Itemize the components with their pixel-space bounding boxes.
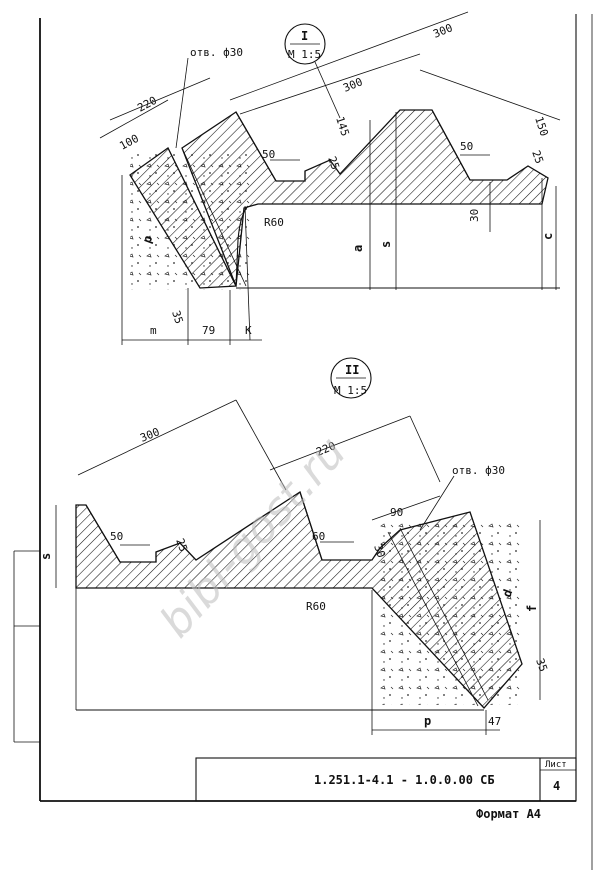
view-2-dim-p: p (424, 714, 431, 728)
document-designation: 1.251.1-4.1 - 1.0.0.00 СБ (314, 773, 495, 787)
view-1-dim-25b: 25 (529, 149, 546, 166)
view-2-labels: II M 1:5 отв. ф30 300 220 90 50 25 60 30… (39, 363, 550, 728)
view-1-dim-300-inner: 300 (341, 75, 364, 94)
view-2-dim-30: 30 (371, 543, 388, 560)
view-1-radius: R60 (264, 216, 284, 229)
view-2-dim-d: d (500, 587, 516, 599)
view-2-dim-47: 47 (488, 715, 501, 728)
view-1-dim-50b: 50 (460, 140, 473, 153)
view-1-dim-50a: 50 (262, 148, 275, 161)
view-2-marker-circle (330, 357, 372, 399)
view-1-hole-label: отв. ф30 (190, 46, 243, 59)
title-block: 1.251.1-4.1 - 1.0.0.00 СБ Лист 4 (195, 757, 577, 802)
view-1-dim-30: 30 (468, 209, 481, 222)
view-1-dim-145: 145 (333, 115, 352, 138)
view-2-dim-90: 90 (390, 506, 403, 519)
view-2-marker-number: II (345, 363, 359, 377)
view-2-dim-300: 300 (138, 425, 161, 444)
view-1-marker-number: I (301, 29, 308, 43)
view-2-radius: R60 (306, 600, 326, 613)
view-2-hole-label: отв. ф30 (452, 464, 505, 477)
view-2-dim-25: 25 (173, 537, 190, 554)
view-2-dim-35: 35 (533, 657, 550, 674)
view-2-drawing (55, 357, 541, 735)
view-1-dim-100: 100 (117, 132, 141, 153)
view-1-dim-35: 35 (169, 309, 185, 326)
view-1-dim-p: p (140, 233, 156, 245)
view-1-dim-m: m (150, 324, 157, 337)
view-2-dim-s: s (39, 553, 53, 560)
view-2-dim-50: 50 (110, 530, 123, 543)
sheet-label: Лист (545, 760, 567, 770)
watermark-text: bibl-gost.ru (150, 427, 356, 648)
view-1-dim-s: s (379, 241, 393, 248)
sheet-number: 4 (553, 779, 560, 793)
view-1-dim-k: K (245, 324, 252, 337)
view-1-dim-220: 220 (135, 94, 159, 115)
view-1-scale: M 1:5 (288, 48, 321, 61)
view-1-dim-79: 79 (202, 324, 215, 337)
view-1-dim-c: c (541, 233, 555, 240)
view-1-dim-25a: 25 (325, 155, 342, 172)
view-2-dim-60: 60 (312, 530, 325, 543)
view-2-dim-f: f (525, 605, 539, 612)
format-label: Формат А4 (476, 807, 541, 821)
view-1-dim-150: 150 (532, 115, 551, 138)
view-1-drawing (99, 11, 561, 345)
sheet-frame (13, 14, 593, 870)
view-1-marker-circle (284, 23, 326, 65)
view-2-scale: M 1:5 (334, 384, 367, 397)
view-1-dim-a: a (351, 245, 365, 252)
